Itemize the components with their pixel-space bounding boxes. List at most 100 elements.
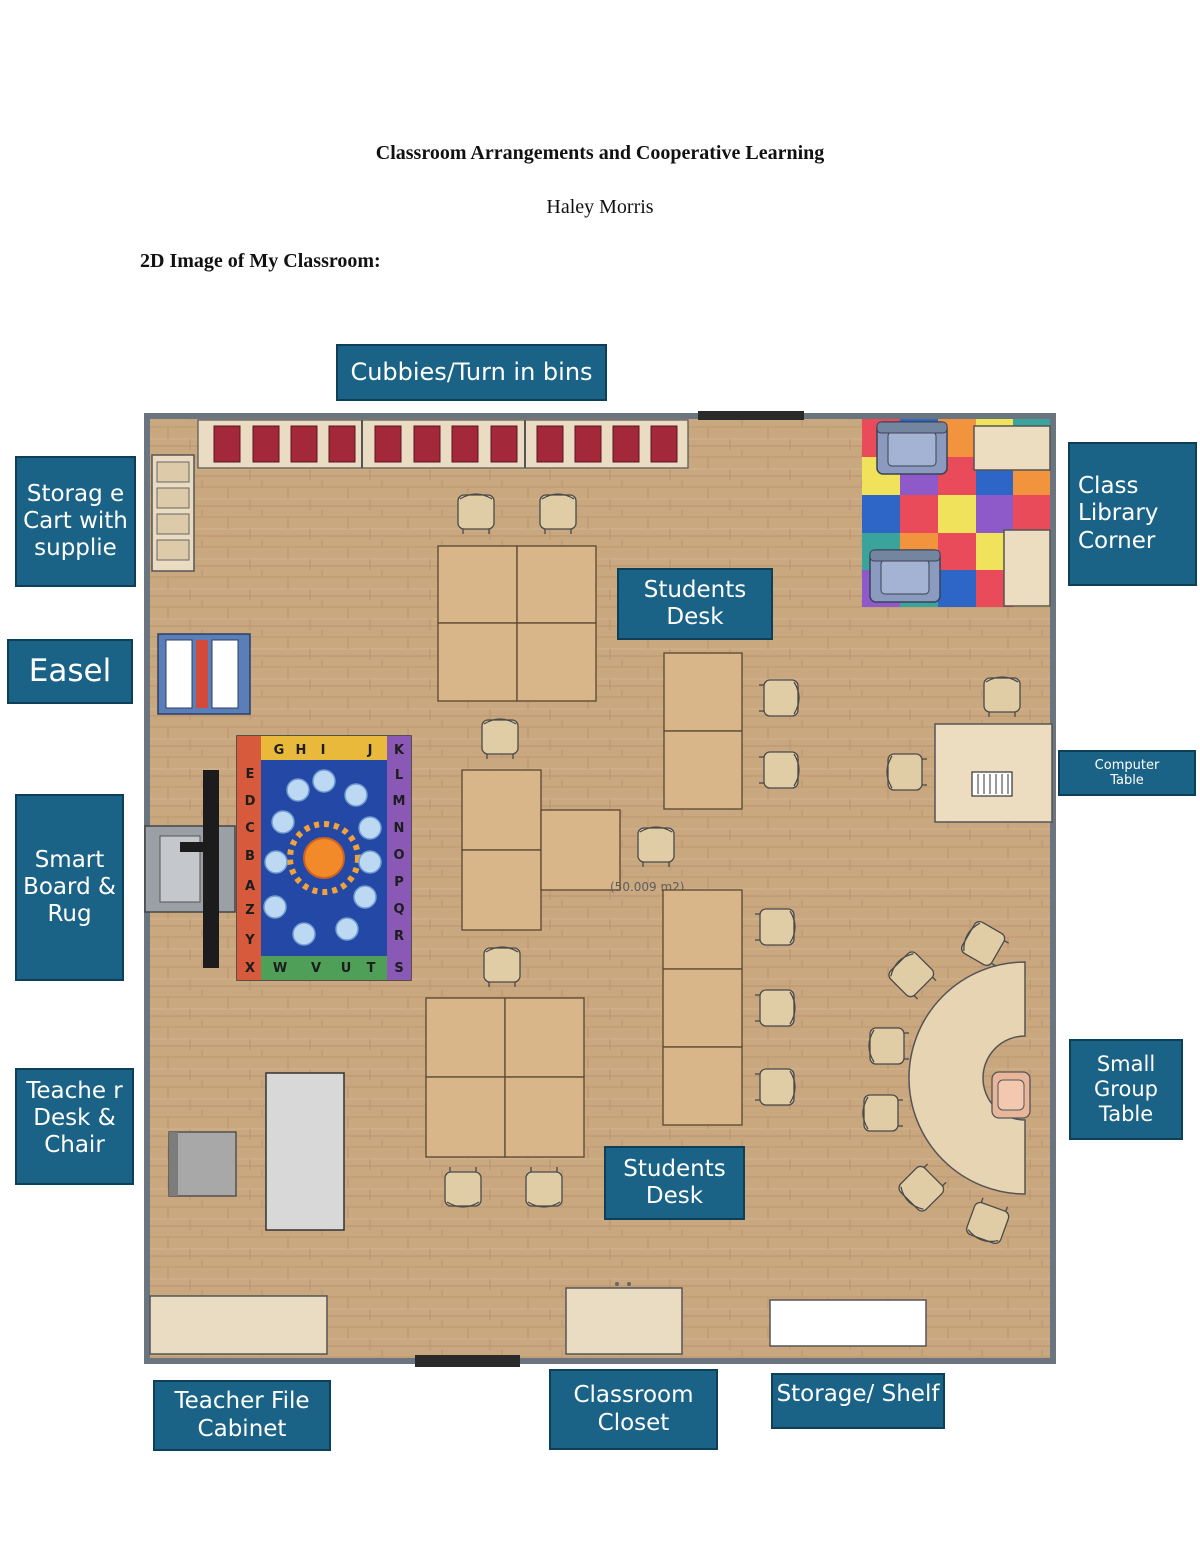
document-author: Haley Morris (546, 196, 654, 218)
rug-letter: R (394, 929, 404, 944)
student-desk-group (662, 889, 743, 1126)
student-chair (868, 1027, 910, 1065)
student-desk (425, 997, 506, 1078)
bottom-door (415, 1355, 520, 1367)
teacher-desk (265, 1072, 345, 1231)
library-bookshelf (973, 425, 1051, 471)
student-desk-group (437, 545, 597, 702)
student-desk (663, 652, 743, 732)
rug-letter: K (394, 743, 405, 758)
label-storage-shelf: Storage/ Shelf (771, 1373, 945, 1429)
student-chair (539, 493, 577, 535)
label-classroom-closet-text: Classroom Closet (573, 1382, 694, 1436)
student-desk-group (425, 997, 585, 1158)
student-chair (754, 989, 796, 1027)
label-teacher-desk: Teache r Desk & Chair (15, 1068, 134, 1185)
rug-letter: O (393, 848, 404, 863)
rug-center-sun (287, 821, 361, 895)
student-chair (483, 946, 521, 988)
label-easel-text: Easel (28, 653, 112, 690)
computer-keyboard (971, 771, 1013, 797)
rug-letter: A (245, 879, 255, 894)
teacher-file-cabinet (149, 1295, 328, 1355)
rug-letter: Q (393, 902, 404, 917)
student-chair (754, 1068, 796, 1106)
label-students-desk-bottom: Students Desk (604, 1146, 745, 1220)
label-computer-table-text: Computer Table (1094, 757, 1160, 788)
computer-table (934, 723, 1053, 823)
rug-letter: Z (245, 903, 254, 918)
storage-cart (151, 454, 195, 572)
rug-letter: W (273, 961, 287, 976)
rug-letter: S (394, 961, 403, 976)
rug-letter: J (367, 743, 373, 758)
label-classroom-closet: Classroom Closet (549, 1369, 718, 1450)
label-smart-board: Smart Board & Rug (15, 794, 124, 981)
label-cubbies-text: Cubbies/Turn in bins (350, 358, 593, 387)
student-desk (663, 730, 743, 810)
label-students-desk-bottom-text: Students Desk (623, 1155, 726, 1209)
easel (157, 633, 251, 715)
rug-letter: U (341, 961, 352, 976)
student-chair (525, 1166, 563, 1208)
section-heading: 2D Image of My Classroom: (140, 250, 381, 272)
rug-letter: G (274, 743, 285, 758)
label-students-desk-top-text: Students Desk (643, 576, 747, 630)
label-small-group-table-text: Small Group Table (1094, 1052, 1158, 1126)
rug-letter: E (246, 767, 255, 782)
student-desk (461, 769, 542, 851)
rug-letter: I (321, 743, 326, 758)
student-desk (461, 849, 542, 931)
student-desk (540, 809, 621, 891)
small-group-table (908, 961, 1026, 1195)
label-teacher-file-cabinet-text: Teacher File Cabinet (174, 1388, 310, 1442)
student-desk (516, 545, 597, 624)
student-desk (437, 545, 518, 624)
document-title: Classroom Arrangements and Cooperative L… (375, 142, 825, 164)
rug-letter: Y (244, 933, 255, 948)
alphabet-rug: G H I J K L M N O P Q R S T U V W X Y Z … (236, 735, 412, 981)
label-storage-cart-text: Storag e Cart with supplie (23, 480, 128, 562)
student-chair (637, 826, 675, 868)
library-bookshelf (1003, 529, 1051, 607)
student-desk-group (461, 769, 621, 931)
rug-letter: D (245, 794, 256, 809)
label-students-desk-top: Students Desk (617, 568, 773, 640)
label-class-library: Class Library Corner (1068, 442, 1197, 586)
student-desk-group (663, 652, 743, 810)
rug-letter: H (296, 743, 307, 758)
rug-letter: V (311, 961, 321, 976)
rug-letter: L (395, 768, 403, 783)
rug-clouds (263, 769, 382, 946)
rug-letter: C (245, 821, 255, 836)
classroom-closet (565, 1282, 683, 1355)
rug-letter: N (394, 821, 405, 836)
student-chair (444, 1166, 482, 1208)
label-teacher-desk-text: Teache r Desk & Chair (26, 1078, 123, 1159)
label-smart-board-text: Smart Board & Rug (23, 846, 116, 928)
student-chair (758, 679, 800, 717)
rug-letter: M (393, 794, 406, 809)
label-teacher-file-cabinet: Teacher File Cabinet (153, 1380, 331, 1451)
rug-letter: X (245, 961, 255, 976)
computer-chair (886, 753, 928, 791)
label-storage-cart: Storag e Cart with supplie (15, 456, 136, 587)
student-desk (437, 622, 518, 702)
top-door (698, 411, 804, 420)
student-desk (662, 889, 743, 970)
student-chair (758, 751, 800, 789)
teacher-chair (168, 1131, 237, 1197)
student-desk (425, 1076, 506, 1158)
smart-board (144, 770, 236, 968)
student-chair (862, 1094, 904, 1132)
label-computer-table: Computer Table (1058, 750, 1196, 796)
library-armchair (876, 421, 948, 475)
student-desk (504, 1076, 585, 1158)
label-class-library-text: Class Library Corner (1078, 473, 1159, 554)
rug-letter: T (367, 961, 376, 976)
cubbies-unit (197, 419, 689, 469)
student-desk (516, 622, 597, 702)
teacher-chair-small-group (991, 1071, 1031, 1119)
student-desk (662, 968, 743, 1048)
